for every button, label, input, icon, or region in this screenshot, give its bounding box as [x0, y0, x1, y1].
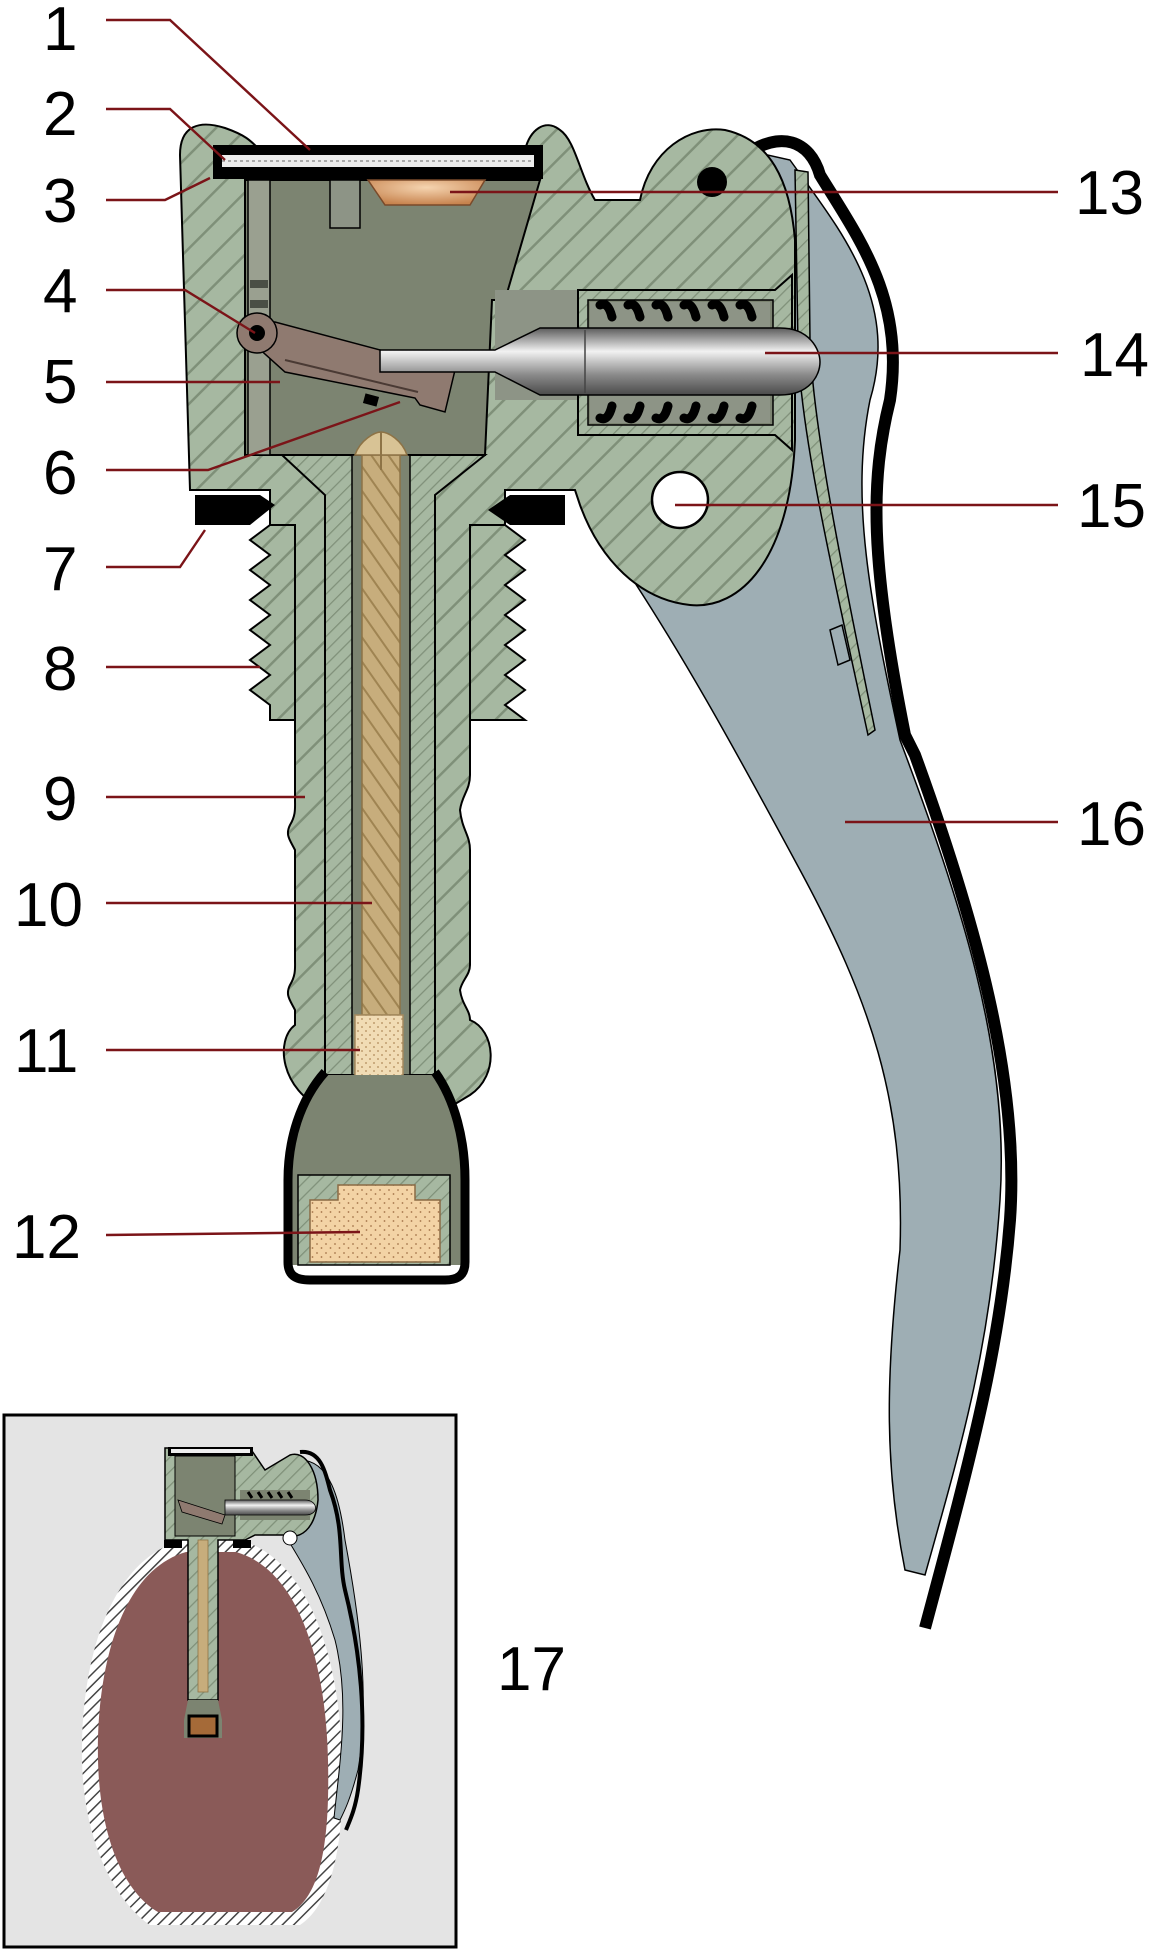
leader-6 — [106, 400, 401, 472]
lever-pin-hole — [697, 167, 727, 197]
lever-hinge-hole — [650, 470, 710, 530]
label-6: 6 — [43, 439, 77, 508]
label-9: 9 — [43, 765, 77, 834]
label-12: 12 — [12, 1203, 81, 1272]
label-7: 7 — [43, 535, 77, 604]
leader-4 — [106, 288, 256, 335]
label-8: 8 — [43, 635, 77, 704]
label-10: 10 — [14, 871, 83, 940]
leader-3 — [106, 176, 211, 202]
label-15: 15 — [1077, 472, 1146, 541]
label-1: 1 — [43, 0, 77, 64]
primer-cap — [366, 179, 487, 206]
label-17: 17 — [497, 1635, 566, 1704]
delay-fuse-cord — [353, 431, 409, 1016]
striker-spring-icon — [590, 299, 770, 424]
leader-1 — [106, 18, 311, 151]
leader-lines — [105, 18, 1058, 1237]
pivot-pin-icon — [236, 312, 278, 354]
label-2: 2 — [43, 80, 77, 149]
sealing-gasket — [195, 495, 565, 525]
part-number-labels: 1 2 3 4 5 6 7 8 9 10 11 12 13 14 15 16 1… — [12, 0, 1149, 1704]
leader-7 — [106, 529, 206, 569]
leader-2 — [106, 107, 226, 161]
top-cover — [213, 145, 543, 179]
label-14: 14 — [1080, 321, 1149, 390]
leader-12 — [105, 1230, 361, 1237]
fuse-cavity — [244, 179, 542, 456]
firing-pin — [379, 327, 821, 396]
inset-assembled-grenade — [2, 1413, 458, 1949]
label-5: 5 — [43, 348, 77, 417]
fuse-thread — [248, 524, 528, 721]
label-3: 3 — [43, 167, 77, 236]
detonator-cap — [283, 1069, 470, 1285]
sear-lever — [254, 321, 456, 413]
label-4: 4 — [43, 257, 77, 326]
label-13: 13 — [1075, 159, 1144, 228]
label-11: 11 — [14, 1017, 78, 1086]
label-16: 16 — [1077, 790, 1146, 859]
